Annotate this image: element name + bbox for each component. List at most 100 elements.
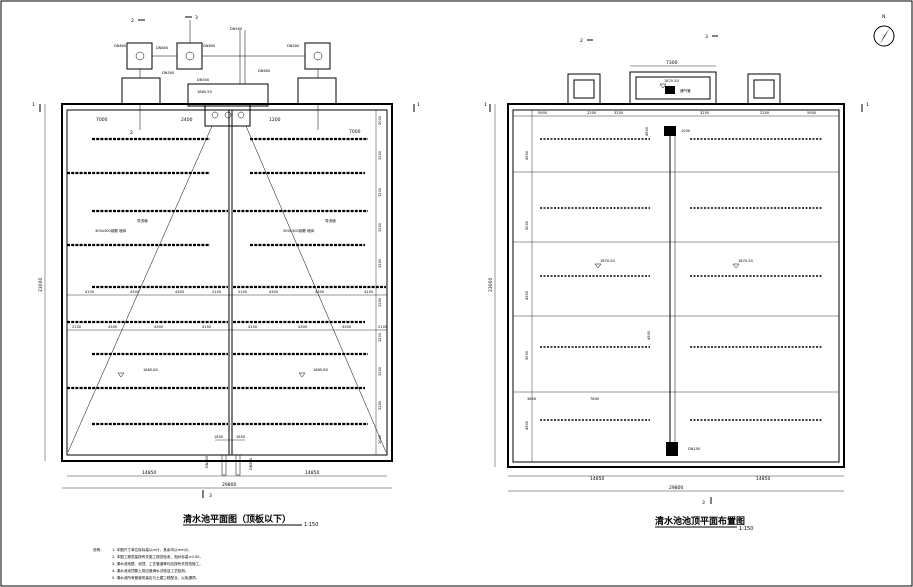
dim-text: 7000: [96, 117, 108, 123]
tank-inner-wall: [66, 109, 388, 456]
section-mark-3-lower: 3: [209, 493, 212, 499]
section-mark-1-right: 1: [417, 102, 420, 108]
note-item: 4. 清水池池顶覆土前应做满水试验及工艺检测。: [112, 568, 188, 573]
svg-text:4300: 4300: [108, 325, 118, 329]
svg-text:4300: 4300: [342, 325, 352, 329]
svg-text:4150: 4150: [364, 290, 374, 294]
section-mark-3-lower: 3: [702, 500, 705, 506]
roof-outer-wall: [507, 103, 845, 468]
pipe-label: DN500: [162, 71, 175, 75]
svg-text:4900: 4900: [525, 290, 529, 300]
level-label: 1865.50: [197, 90, 213, 94]
pipe-label: DN500: [205, 455, 209, 468]
svg-text:3000: 3000: [378, 115, 382, 125]
svg-text:4300: 4300: [130, 290, 140, 294]
svg-text:5900: 5900: [538, 111, 548, 115]
svg-text:2200: 2200: [760, 111, 770, 115]
dim-text: 14850: [756, 476, 770, 482]
section-mark-2: 2: [580, 38, 583, 44]
section-mark-3: 3: [195, 15, 198, 21]
level-label: 1865.80: [313, 368, 329, 372]
pipe-label: DN800: [156, 46, 169, 50]
beam-label: 导流墙: [137, 218, 148, 223]
section-mark-2-lower: 2: [130, 130, 133, 136]
roof-vents: [540, 138, 822, 421]
note-item: 5. 清水池所有管道安装应与土建工程配合，以免漏项。: [112, 575, 199, 580]
svg-text:2200: 2200: [587, 111, 597, 115]
pipe-label: DN800: [114, 44, 127, 48]
svg-text:3250: 3250: [378, 297, 382, 307]
svg-text:2100: 2100: [378, 325, 388, 329]
right-plan-title: 清水池池顶平面布置图: [655, 515, 745, 527]
total-height-label: 23000: [488, 278, 494, 292]
note-item: 3. 清水池池壁、池顶、工艺管道等均应按有关规范施工。: [112, 561, 203, 566]
svg-text:4300: 4300: [269, 290, 279, 294]
notes-heading: 说明：: [93, 547, 104, 552]
svg-text:2100: 2100: [72, 325, 82, 329]
svg-text:4900: 4900: [525, 150, 529, 160]
dim-text: 4500: [645, 126, 649, 136]
svg-text:3200: 3200: [378, 222, 382, 232]
dim-text: 29800: [222, 482, 236, 488]
left-plan: 2 3 1 1 2 3 DN800 DN800 DN800 DN500 DN50…: [32, 15, 420, 528]
dim-text: 7000: [349, 129, 361, 135]
level-label: 1865.80: [143, 368, 159, 372]
svg-text:5900: 5900: [807, 111, 817, 115]
beam-label: 导流墙: [325, 218, 336, 223]
level-label: 1870.50: [600, 259, 616, 263]
left-plan-scale: 1:150: [304, 522, 318, 528]
north-arrow-icon: [873, 25, 895, 47]
dim-text: 7600: [590, 397, 600, 401]
dim-text: 1650: [214, 435, 224, 439]
vent-spec: DN150: [688, 447, 701, 451]
level-label: 1870.50: [664, 79, 680, 83]
svg-text:5000: 5000: [525, 220, 529, 230]
tank-outer-wall: [61, 103, 393, 462]
wall-note: 300x300钢筋 墙体: [95, 228, 127, 233]
svg-text:3250: 3250: [378, 400, 382, 410]
svg-text:2100: 2100: [238, 290, 248, 294]
svg-text:4900: 4900: [647, 330, 651, 340]
svg-text:3200: 3200: [378, 187, 382, 197]
pipe-label: DN500: [230, 27, 243, 31]
pipe-label: DN600: [258, 69, 271, 73]
svg-text:4300: 4300: [154, 325, 164, 329]
dim-text: 14850: [590, 476, 604, 482]
pipe-label: DN500: [287, 44, 300, 48]
svg-text:5000: 5000: [525, 350, 529, 360]
right-plan: N 2 3 1 1 3 7300 5900 2200 3250 3250 220…: [484, 14, 895, 532]
wall-note: 300x300钢筋 墙体: [283, 228, 315, 233]
svg-text:3250: 3250: [378, 258, 382, 268]
section-mark-3: 3: [705, 34, 708, 40]
section-mark-1-left: 1: [484, 102, 487, 108]
inlet-chambers: [121, 20, 337, 130]
vent-label: 通气管: [680, 88, 691, 93]
svg-text:4150: 4150: [85, 290, 95, 294]
pipe-label: DN800: [203, 44, 216, 48]
svg-text:2100: 2100: [212, 290, 222, 294]
right-plan-scale: 1:150: [739, 526, 753, 532]
svg-text:4300: 4300: [298, 325, 308, 329]
svg-text:4150: 4150: [248, 325, 258, 329]
row-dims-lower: 2100 4300 4300 4150 4150 4300 4300 2100: [72, 325, 388, 329]
dim-text: 14850: [305, 470, 319, 476]
roof-top-dims: 5900 2200 3250 3250 2200 5900: [538, 111, 817, 115]
level-label: 1870.50: [738, 259, 754, 263]
notes-block: 说明： 1. 本图尺寸单位除标高以m计，其余均以mm计。 2. 本图工程质量按有…: [93, 547, 203, 580]
dim-text: 7300: [666, 60, 678, 66]
svg-text:3200: 3200: [378, 332, 382, 342]
dim-text: 1650: [236, 435, 246, 439]
dim-text: 3600: [527, 397, 537, 401]
section-mark-1-right: 1: [866, 102, 869, 108]
svg-text:4900: 4900: [525, 420, 529, 430]
note-item: 1. 本图尺寸单位除标高以m计，其余均以mm计。: [112, 547, 192, 552]
dim-text: 1200: [269, 117, 281, 123]
dim-text: 2400: [181, 117, 193, 123]
svg-text:3200: 3200: [378, 366, 382, 376]
dim-text: 14850: [142, 470, 156, 476]
svg-text:3200: 3200: [378, 150, 382, 160]
roof-inner-wall: [512, 109, 840, 463]
pipe-label: DN500: [197, 78, 210, 82]
left-plan-title: 清水池平面图（顶板以下）: [183, 513, 291, 525]
